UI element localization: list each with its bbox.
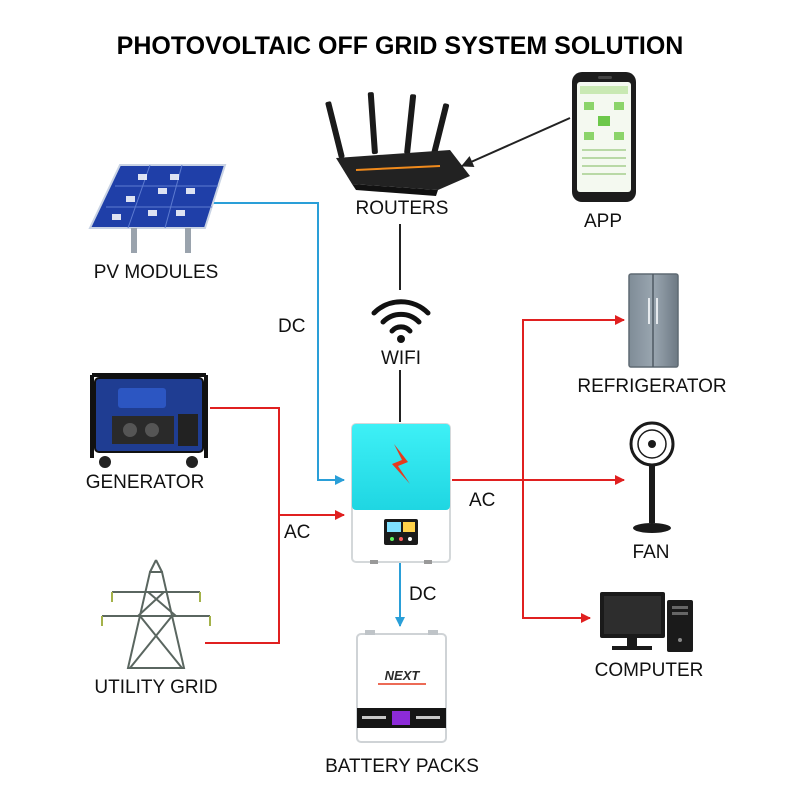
pv-modules-label: PV MODULES: [94, 262, 219, 283]
pv-dc-line: [210, 202, 345, 485]
app-router-line: [461, 117, 571, 168]
wifi-label: WIFI: [381, 348, 421, 369]
computer-label: COMPUTER: [595, 660, 704, 681]
generator-label: GENERATOR: [86, 472, 205, 493]
generator-ac-line: [210, 407, 345, 520]
smartphone-icon: [572, 72, 636, 202]
page-title: PHOTOVOLTAIC OFF GRID SYSTEM SOLUTION: [117, 32, 684, 60]
grid-ac-label: AC: [284, 522, 310, 543]
app-label: APP: [584, 211, 622, 232]
generator-icon: [90, 373, 208, 468]
utility-ac-line: [205, 515, 280, 644]
routers-label: ROUTERS: [356, 198, 449, 219]
battery-packs-label: BATTERY PACKS: [325, 756, 479, 777]
refrigerator-ac-line: [522, 315, 625, 480]
load-ac-label: AC: [469, 490, 495, 511]
fan-icon: [629, 421, 675, 533]
fan-label: FAN: [633, 542, 670, 563]
pylon-icon: [101, 559, 211, 669]
refrigerator-label: REFRIGERATOR: [577, 376, 726, 397]
battery-brand-logo: NEXT: [385, 668, 421, 683]
pv-dc-label: DC: [278, 316, 305, 337]
utility-grid-label: UTILITY GRID: [94, 677, 217, 698]
solar-panel-icon: [88, 164, 227, 253]
wifi-icon: [371, 299, 431, 343]
battery-icon: NEXT: [356, 630, 447, 743]
computer-ac-line: [522, 480, 591, 623]
inverter-icon: [351, 423, 451, 564]
router-icon: [325, 92, 470, 196]
battery-dc-label: DC: [409, 584, 436, 605]
refrigerator-icon: [628, 273, 679, 368]
computer-icon: [600, 592, 693, 652]
